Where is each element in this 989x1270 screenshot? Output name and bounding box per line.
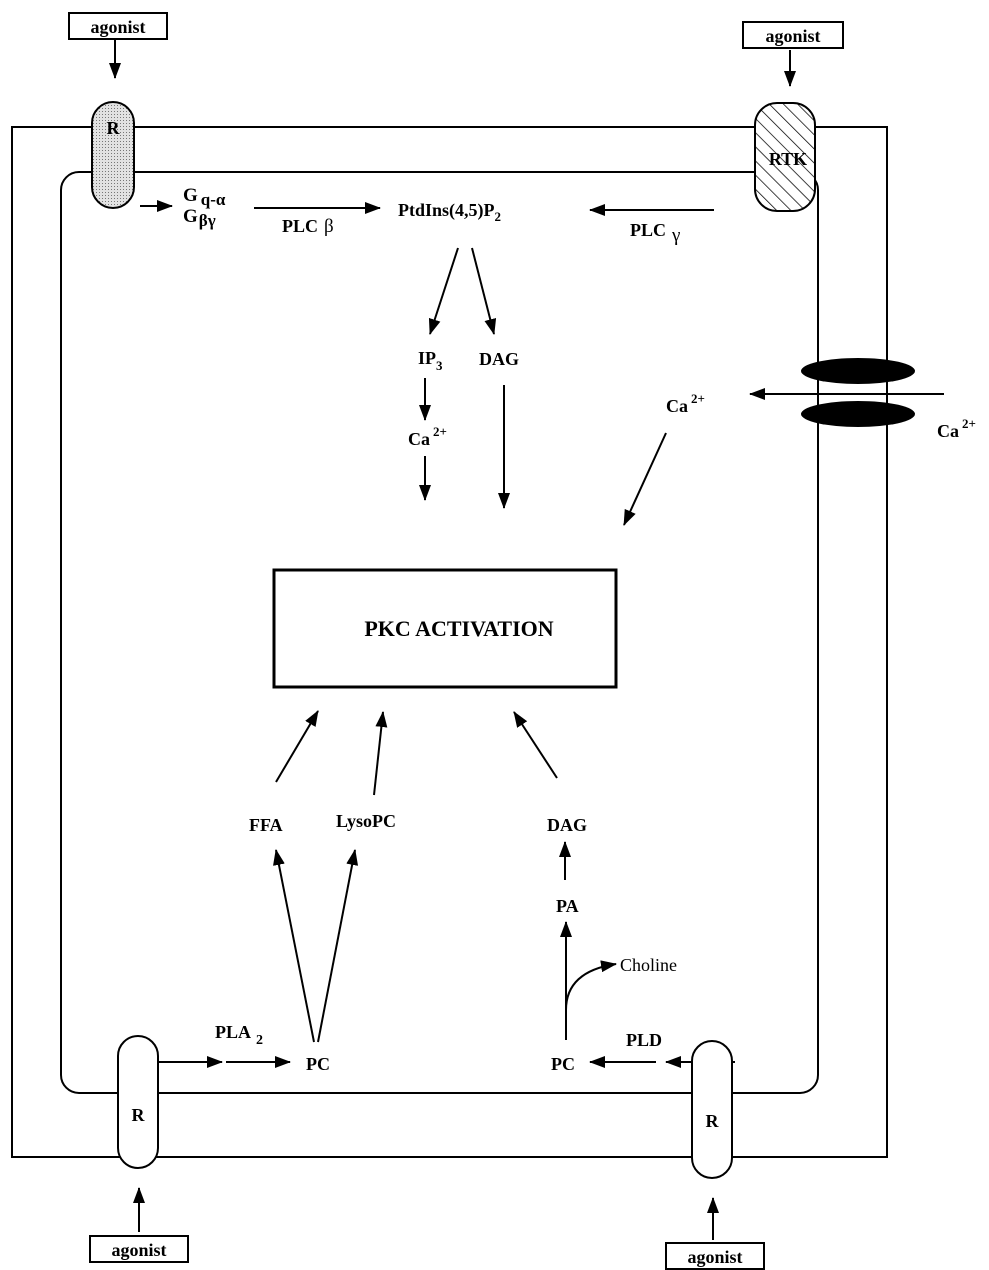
pc-right-label: PC xyxy=(551,1054,575,1074)
pip2-label: PtdIns(4,5)P2 xyxy=(398,200,501,224)
receptor-label: R xyxy=(107,118,121,138)
dag-top-label: DAG xyxy=(479,349,519,369)
arrow-lysopc-to-pkc xyxy=(374,712,383,795)
lysopc-label: LysoPC xyxy=(336,811,396,831)
pc-left-label: PC xyxy=(306,1054,330,1074)
ffa-label: FFA xyxy=(249,815,283,835)
agonist-label: agonist xyxy=(90,17,145,37)
pkc-activation-label: PKC ACTIVATION xyxy=(364,616,553,641)
pld-label: PLD xyxy=(626,1030,662,1050)
arrow-ffa-to-pkc xyxy=(276,711,318,782)
agonist-box-top-left: agonist xyxy=(69,13,167,39)
agonist-box-top-right: agonist xyxy=(743,22,843,48)
receptor-tyrosine-kinase: RTK xyxy=(755,103,815,211)
pa-label: PA xyxy=(556,896,579,916)
receptor-top-left: R xyxy=(92,102,134,208)
agonist-box-bottom-right: agonist xyxy=(666,1243,764,1269)
receptor-bottom-left: R xyxy=(118,1036,158,1168)
receptor-label: R xyxy=(706,1111,720,1131)
calcium-channel-lower xyxy=(801,401,915,427)
arrow-pip2-to-dag xyxy=(472,248,494,334)
arrow-pc-to-ffa xyxy=(276,850,314,1042)
agonist-box-bottom-left: agonist xyxy=(90,1236,188,1262)
ip3-label: IP3 xyxy=(418,348,443,373)
arrow-pip2-to-ip3 xyxy=(430,248,458,334)
arrow-choline-release xyxy=(566,964,616,1010)
rtk-label: RTK xyxy=(769,149,807,169)
g-protein-betagamma-label: Gβγ xyxy=(183,206,216,230)
arrow-dag-bottom-to-pkc xyxy=(514,712,557,778)
arrow-ca-influx-to-pkc xyxy=(624,433,666,525)
receptor-label: R xyxy=(132,1105,146,1125)
agonist-label: agonist xyxy=(687,1247,742,1267)
receptor-bottom-right: R xyxy=(692,1041,732,1178)
agonist-label: agonist xyxy=(765,26,820,46)
arrow-pc-to-lysopc xyxy=(318,850,355,1042)
pkc-activation-box: PKC ACTIVATION xyxy=(274,570,616,687)
calcium-channel-upper xyxy=(801,358,915,384)
agonist-label: agonist xyxy=(111,1240,166,1260)
dag-bottom-label: DAG xyxy=(547,815,587,835)
choline-label: Choline xyxy=(620,955,677,975)
